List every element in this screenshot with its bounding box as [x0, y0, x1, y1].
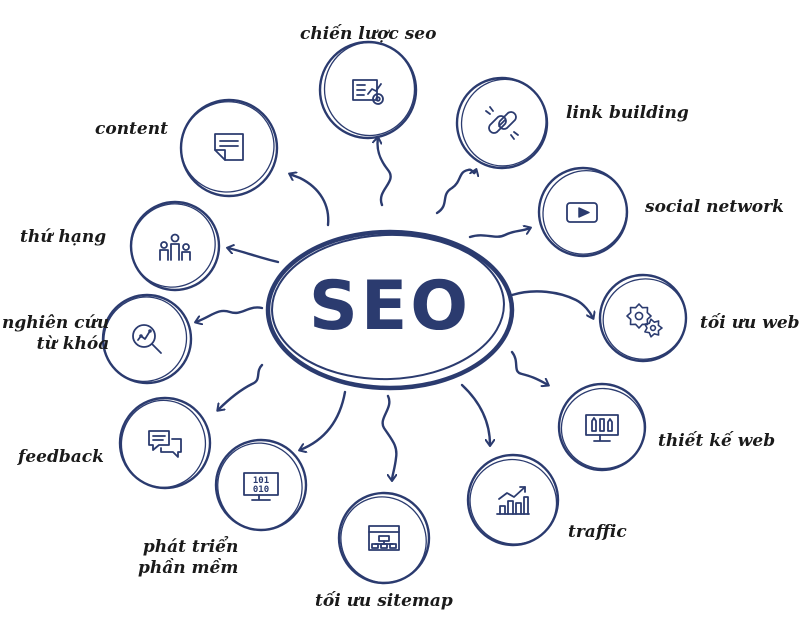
- design-monitor-icon: [585, 414, 619, 442]
- node-traffic: [466, 453, 560, 547]
- node-toi-uu-web: [598, 273, 688, 363]
- chain-link-icon: [485, 106, 519, 140]
- seo-center-label: SEO: [308, 267, 472, 346]
- arrow-thu-hang: [228, 248, 280, 264]
- label-thu-hang: thứ hạng: [20, 227, 107, 247]
- svg-text:010: 010: [253, 485, 269, 495]
- arrow-phat-trien-phan-mem: [300, 390, 347, 450]
- node-content: [179, 98, 279, 198]
- arrow-link-building: [435, 170, 476, 215]
- node-thiet-ke-web: [557, 382, 647, 472]
- chat-bubbles-icon: [148, 430, 182, 458]
- keyword-search-icon: [132, 324, 162, 354]
- growth-chart-icon: [496, 486, 530, 515]
- arrow-feedback: [218, 363, 264, 410]
- arrow-social-network: [468, 228, 530, 239]
- node-social-network: [537, 166, 629, 258]
- label-toi-uu-web: tối ưu web: [700, 313, 800, 333]
- gears-icon: [626, 303, 663, 338]
- arrow-toi-uu-sitemap: [381, 394, 398, 480]
- strategy-chart-icon: [352, 79, 384, 105]
- svg-text:101: 101: [253, 476, 269, 486]
- label-toi-uu-sitemap: tối ưu sitemap: [315, 591, 453, 611]
- ranking-people-icon: [159, 233, 191, 261]
- label-link-building: link building: [566, 103, 689, 123]
- arrow-toi-uu-web: [510, 290, 593, 318]
- label-feedback: feedback: [18, 447, 104, 467]
- node-feedback: [118, 396, 212, 490]
- video-play-icon: [566, 202, 598, 223]
- arrow-traffic: [460, 383, 490, 445]
- label-traffic: traffic: [568, 522, 627, 542]
- node-nghien-cuu-tu-khoa: [101, 293, 193, 385]
- node-link-building: [455, 76, 549, 170]
- arrow-chien-luoc-seo: [377, 138, 392, 207]
- label-content: content: [95, 119, 168, 139]
- sitemap-icon: [368, 525, 400, 551]
- arrow-content: [290, 174, 330, 227]
- label-thiet-ke-web: thiết kế web: [658, 431, 776, 451]
- document-edit-icon: [214, 133, 244, 161]
- label-social-network: social network: [645, 197, 784, 217]
- node-toi-uu-sitemap: [337, 491, 431, 585]
- arrow-thiet-ke-web: [510, 350, 548, 385]
- label-chien-luoc-seo: chiến lược seo: [300, 24, 437, 44]
- node-chien-luoc-seo: [318, 40, 418, 140]
- seo-center-ellipse: [265, 229, 515, 391]
- arrow-nghien-cuu-tu-khoa: [196, 306, 264, 322]
- node-thu-hang: [129, 200, 221, 292]
